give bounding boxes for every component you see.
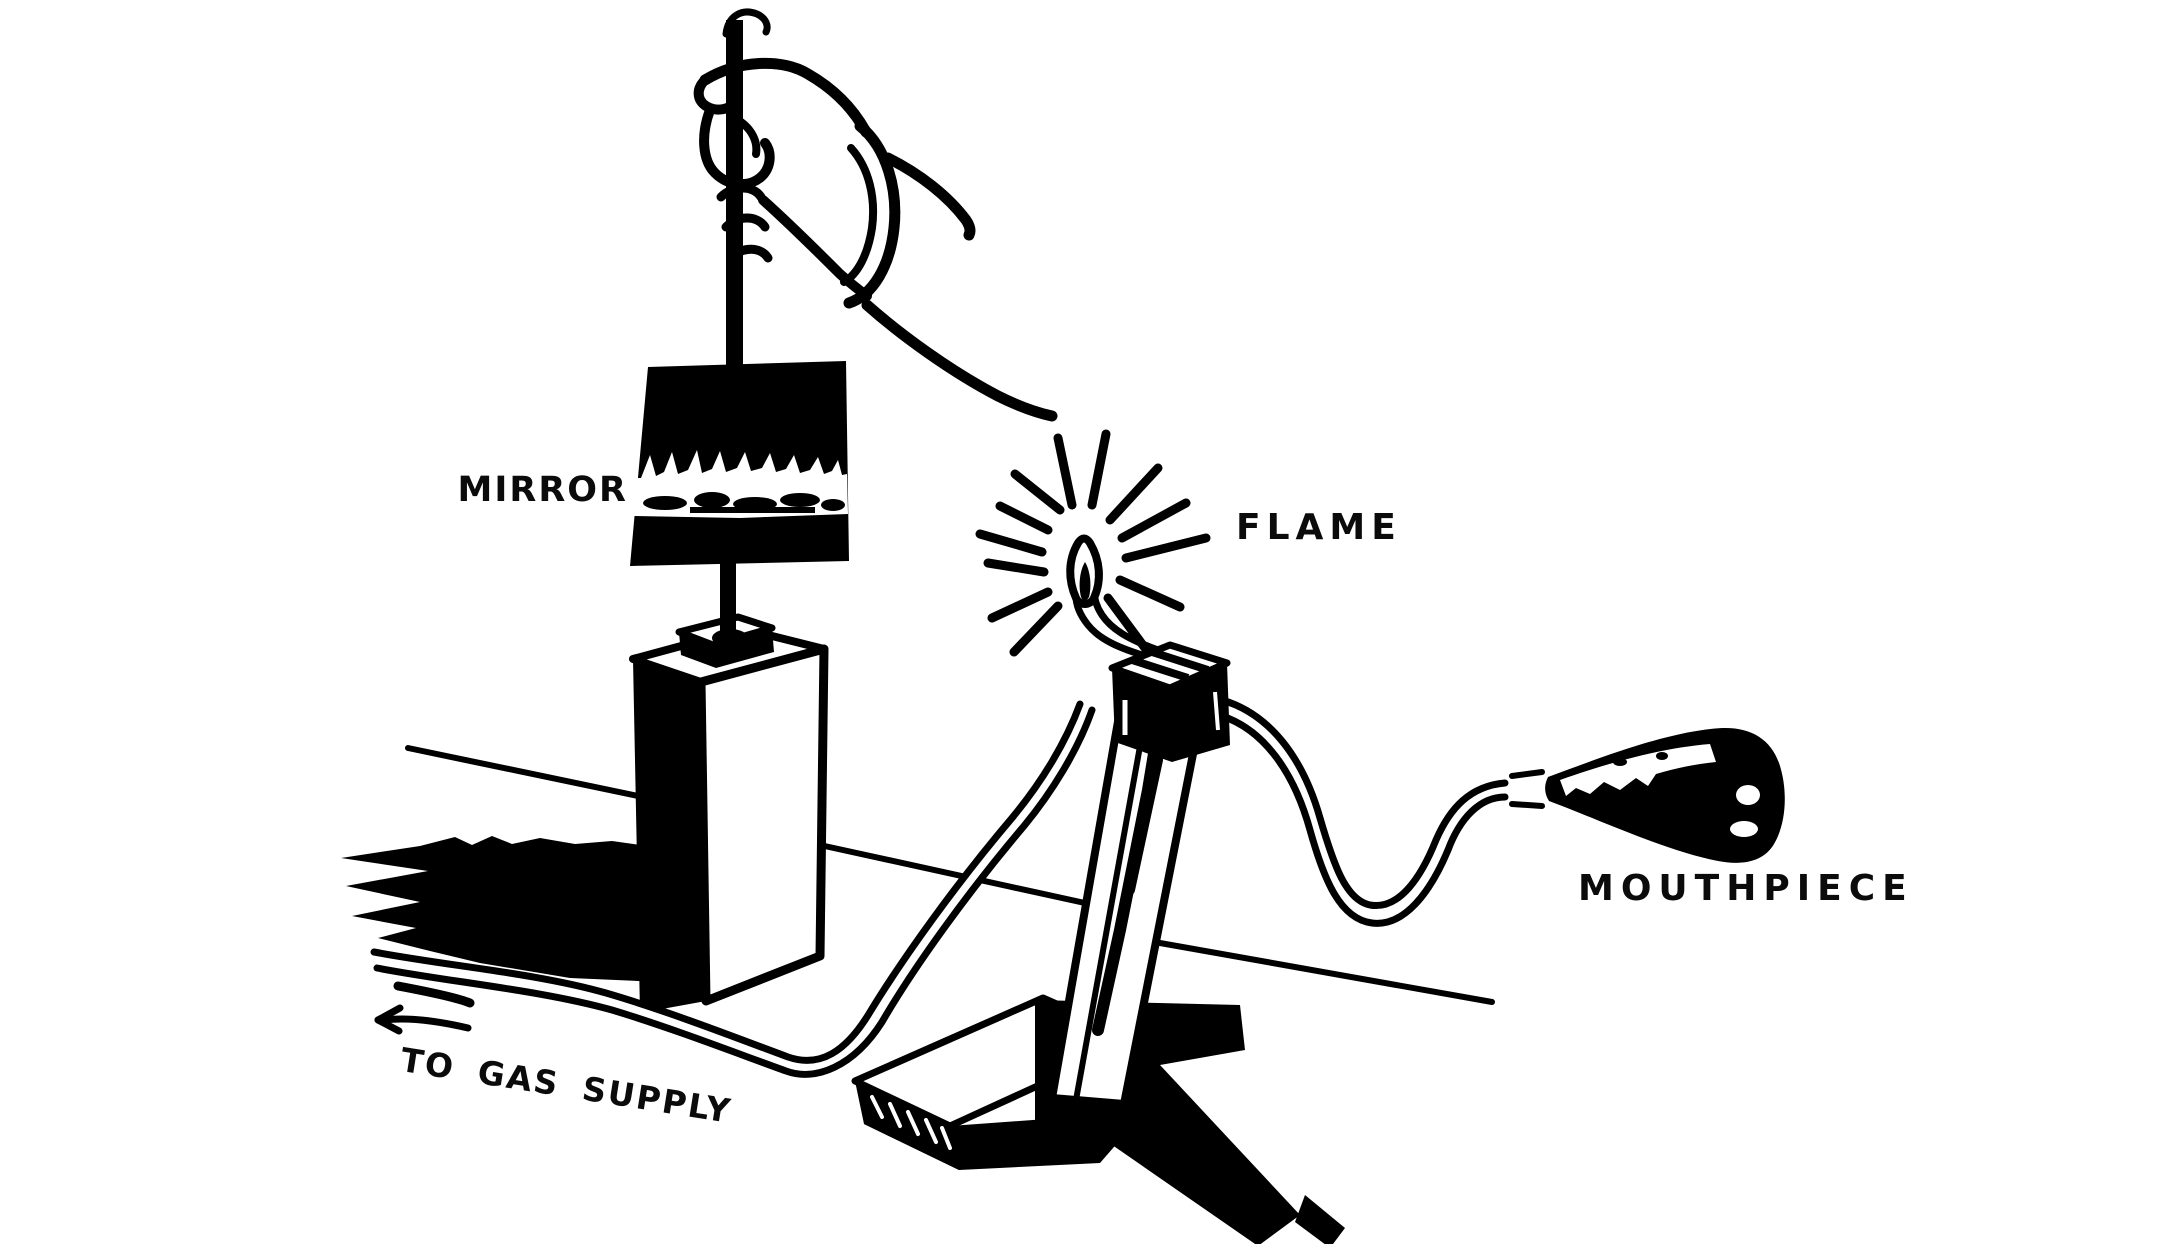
flame-rays	[975, 429, 1211, 657]
gas-supply-tube	[366, 697, 1096, 1078]
hand	[693, 57, 1058, 422]
flame	[1066, 534, 1103, 608]
mouthpiece-tube	[1216, 696, 1545, 927]
mirror-support-block	[629, 613, 829, 1013]
mouthpiece-label: MOUTHPIECE	[1578, 868, 1914, 909]
arm-line-upper	[882, 152, 976, 241]
block-shadow	[341, 836, 662, 982]
gas-supply-arrow-icon	[374, 1004, 472, 1035]
mouthpiece-cone	[1545, 727, 1785, 863]
sleeve-cuff	[843, 120, 901, 309]
arm-line-lower	[861, 299, 1058, 422]
manometric-capsule	[1108, 641, 1231, 762]
flame-label: FLAME	[1236, 507, 1402, 548]
mirror-label: MIRROR	[457, 470, 628, 510]
mirror	[630, 361, 849, 566]
